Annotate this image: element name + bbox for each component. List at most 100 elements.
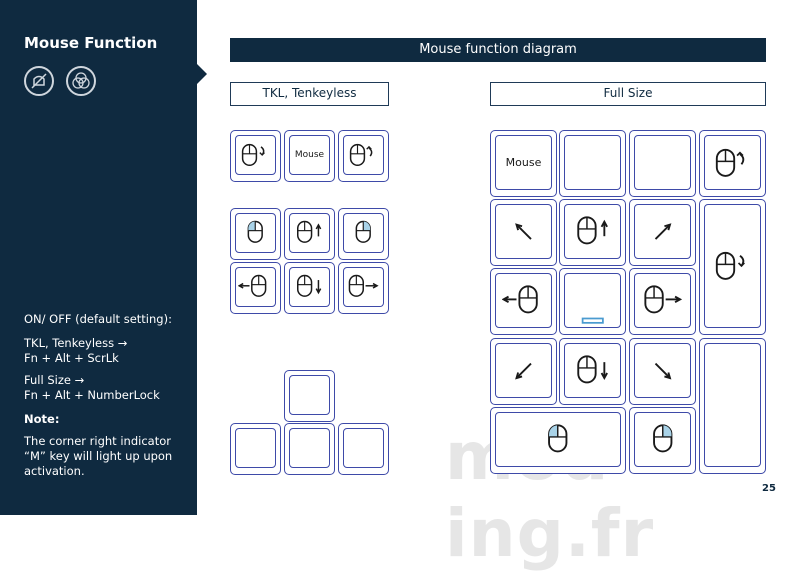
full-blank-key	[629, 130, 696, 197]
arrow-up-right-icon-graphic	[654, 222, 672, 240]
blank-keycap	[235, 428, 276, 468]
mouse-move-up-icon	[564, 204, 621, 259]
mouse-move-up-icon	[289, 213, 330, 253]
tkl-scroll-down-key	[338, 130, 389, 182]
full-up-right-key	[629, 199, 696, 266]
mouse-right-click-icon	[634, 412, 691, 467]
tkl-arrow-right-key	[338, 423, 389, 475]
mouse-key-label: Mouse	[289, 135, 330, 175]
mouse-move-left-icon	[495, 273, 552, 328]
arrow-down-right-icon	[634, 343, 691, 398]
full-scroll-up-key	[699, 199, 766, 335]
mouse-move-down-icon	[289, 267, 330, 307]
full-move-left-key	[490, 268, 557, 335]
mouse-move-right-icon-graphic	[644, 285, 682, 314]
mouse-left-click-icon	[235, 213, 276, 253]
full-move-right-key	[629, 268, 696, 335]
tkl-combo: Fn + Alt + ScrLk	[24, 351, 119, 365]
mouse-key-label: Mouse	[495, 135, 552, 190]
tkl-move-up-key	[284, 208, 335, 260]
onoff-label: ON/ OFF (default setting):	[24, 312, 172, 326]
arrow-down-left-icon	[495, 343, 552, 398]
mouse-left-click-icon-graphic	[548, 424, 568, 453]
tkl-left-click-key	[230, 208, 281, 260]
blank-keycap	[704, 343, 761, 467]
blank-keycap	[289, 375, 330, 415]
full-left-click-key	[490, 407, 626, 474]
page-number: 25	[762, 483, 776, 494]
tkl-arrow-down-key	[284, 423, 335, 475]
mouse-move-up-icon-graphic	[297, 220, 322, 243]
tkl-scroll-up-key	[230, 130, 281, 182]
arrow-down-right-icon-graphic	[654, 362, 672, 380]
bump-indicator-icon	[564, 273, 621, 328]
mouse-scroll-down-icon	[343, 135, 384, 175]
note-line-2: “M” key will light up upon	[24, 449, 173, 463]
mouse-move-left-icon-graphic	[501, 285, 538, 314]
full-center-key	[559, 268, 626, 335]
tkl-move-left-key	[230, 262, 281, 314]
mouse-move-right-icon	[634, 273, 691, 328]
note-line-3: activation.	[24, 464, 85, 478]
sidebar: Mouse Function ON/ OFF (default setting)…	[0, 0, 207, 515]
blank-keycap	[289, 428, 330, 468]
mouse-move-down-icon-graphic	[577, 355, 608, 384]
arrow-down-left-icon-graphic	[514, 362, 532, 380]
mouse-scroll-up-icon	[704, 204, 761, 328]
tkl-right-click-key	[338, 208, 389, 260]
full-size-title: Full Size	[490, 82, 766, 106]
note-line-1: The corner right indicator	[24, 434, 171, 448]
full-size-label: Full Size →	[24, 373, 85, 387]
full-right-click-key	[629, 407, 696, 474]
sidebar-icons	[24, 66, 96, 96]
sidebar-arrow	[197, 64, 207, 84]
mouse-left-click-icon-graphic	[247, 220, 264, 243]
full-mouse-key: Mouse	[490, 130, 557, 197]
tkl-title: TKL, Tenkeyless	[230, 82, 389, 106]
mouse-scroll-up-icon	[235, 135, 276, 175]
full-enter-key	[699, 338, 766, 474]
mouse-scroll-down-icon-graphic	[350, 143, 373, 167]
full-move-up-key	[559, 199, 626, 266]
mouse-right-click-icon	[343, 213, 384, 253]
full-down-left-key	[490, 338, 557, 405]
tkl-arrow-left-key	[230, 423, 281, 475]
tkl-move-right-key	[338, 262, 389, 314]
note-title: Note:	[24, 412, 60, 426]
mouse-scroll-up-icon-graphic	[242, 143, 266, 167]
mouse-move-down-icon-graphic	[297, 274, 322, 297]
bump-indicator-icon-graphic	[581, 317, 604, 324]
full-move-down-key	[559, 338, 626, 405]
blank-keycap	[564, 135, 621, 190]
mouse-move-left-icon	[235, 267, 276, 307]
color-mode-icon	[66, 66, 96, 96]
mouse-scroll-down-icon-graphic	[715, 148, 744, 177]
mouse-move-right-icon	[343, 267, 384, 307]
mouse-move-right-icon-graphic	[348, 274, 379, 297]
blank-keycap	[634, 135, 691, 190]
full-size-combo: Fn + Alt + NumberLock	[24, 388, 160, 402]
mouse-scroll-up-icon-graphic	[715, 252, 745, 280]
tkl-mouse-key: Mouse	[284, 130, 335, 182]
sidebar-title: Mouse Function	[24, 34, 158, 52]
tkl-label: TKL, Tenkeyless →	[24, 336, 128, 350]
no-gaming-icon	[24, 66, 54, 96]
mouse-move-down-icon	[564, 343, 621, 398]
mouse-move-up-icon-graphic	[577, 216, 608, 245]
blank-keycap	[343, 428, 384, 468]
tkl-arrow-up-key	[284, 370, 335, 422]
full-blank-key	[559, 130, 626, 197]
mouse-move-left-icon-graphic	[238, 274, 267, 297]
mouse-right-click-icon-graphic	[652, 424, 673, 453]
full-down-right-key	[629, 338, 696, 405]
mouse-scroll-down-icon	[704, 135, 761, 190]
full-up-left-key	[490, 199, 557, 266]
arrow-up-left-icon	[495, 204, 552, 259]
full-scroll-down-key	[699, 130, 766, 197]
diagram-banner: Mouse function diagram	[230, 38, 766, 62]
tkl-move-down-key	[284, 262, 335, 314]
arrow-up-right-icon	[634, 204, 691, 259]
mouse-left-click-icon	[495, 412, 621, 467]
arrow-up-left-icon-graphic	[514, 222, 532, 240]
mouse-right-click-icon-graphic	[355, 220, 372, 243]
